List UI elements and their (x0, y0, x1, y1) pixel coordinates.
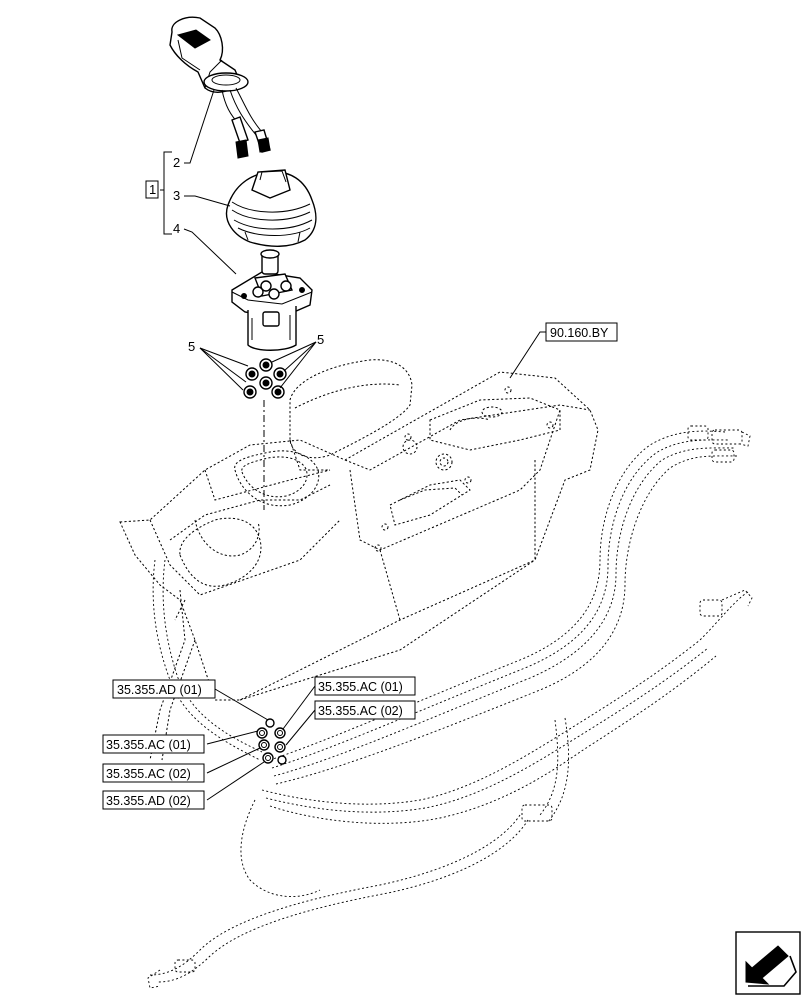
group-1-label: 1 (149, 182, 156, 197)
ref-35-355-ac-01-top-label: 35.355.AC (01) (318, 680, 403, 694)
ref-35-355-ac-02-left-label: 35.355.AC (02) (106, 767, 191, 781)
ref-35-355-ac-02-top-label: 35.355.AC (02) (318, 704, 403, 718)
callout-2: 2 (173, 155, 180, 170)
ref-35-355-ac-01-left[interactable]: 35.355.AC (01) (102, 734, 205, 754)
ref-35-355-ac-01-top[interactable]: 35.355.AC (01) (314, 676, 416, 696)
next-page-arrow-icon[interactable] (735, 931, 801, 995)
ref-35-355-ac-02-top[interactable]: 35.355.AC (02) (314, 700, 416, 720)
callout-5-left: 5 (188, 339, 195, 354)
ref-35-355-ad-01-label: 35.355.AD (01) (117, 683, 202, 697)
ref-35-355-ad-01[interactable]: 35.355.AD (01) (112, 679, 216, 699)
ref-35-355-ac-02-left[interactable]: 35.355.AC (02) (102, 763, 205, 783)
hydraulic-hoses-ghost (147, 425, 753, 989)
lower-fittings (256, 718, 287, 765)
callout-leaders (160, 89, 546, 801)
ref-35-355-ac-01-left-label: 35.355.AC (01) (106, 738, 191, 752)
ref-90-160-by[interactable]: 90.160.BY (545, 322, 618, 342)
joystick-handle (169, 16, 271, 159)
armrest-console-ghost (119, 359, 599, 761)
callout-3: 3 (173, 188, 180, 203)
joystick-base (231, 249, 313, 351)
rubber-boot (225, 169, 317, 247)
ref-35-355-ad-02[interactable]: 35.355.AD (02) (102, 790, 205, 810)
group-1-box (145, 180, 159, 199)
callout-4: 4 (173, 221, 180, 236)
ref-90-160-by-label: 90.160.BY (550, 326, 609, 340)
callout-5-right: 5 (317, 332, 324, 347)
ref-35-355-ad-02-label: 35.355.AD (02) (106, 794, 191, 808)
hydraulic-fittings (243, 358, 287, 399)
